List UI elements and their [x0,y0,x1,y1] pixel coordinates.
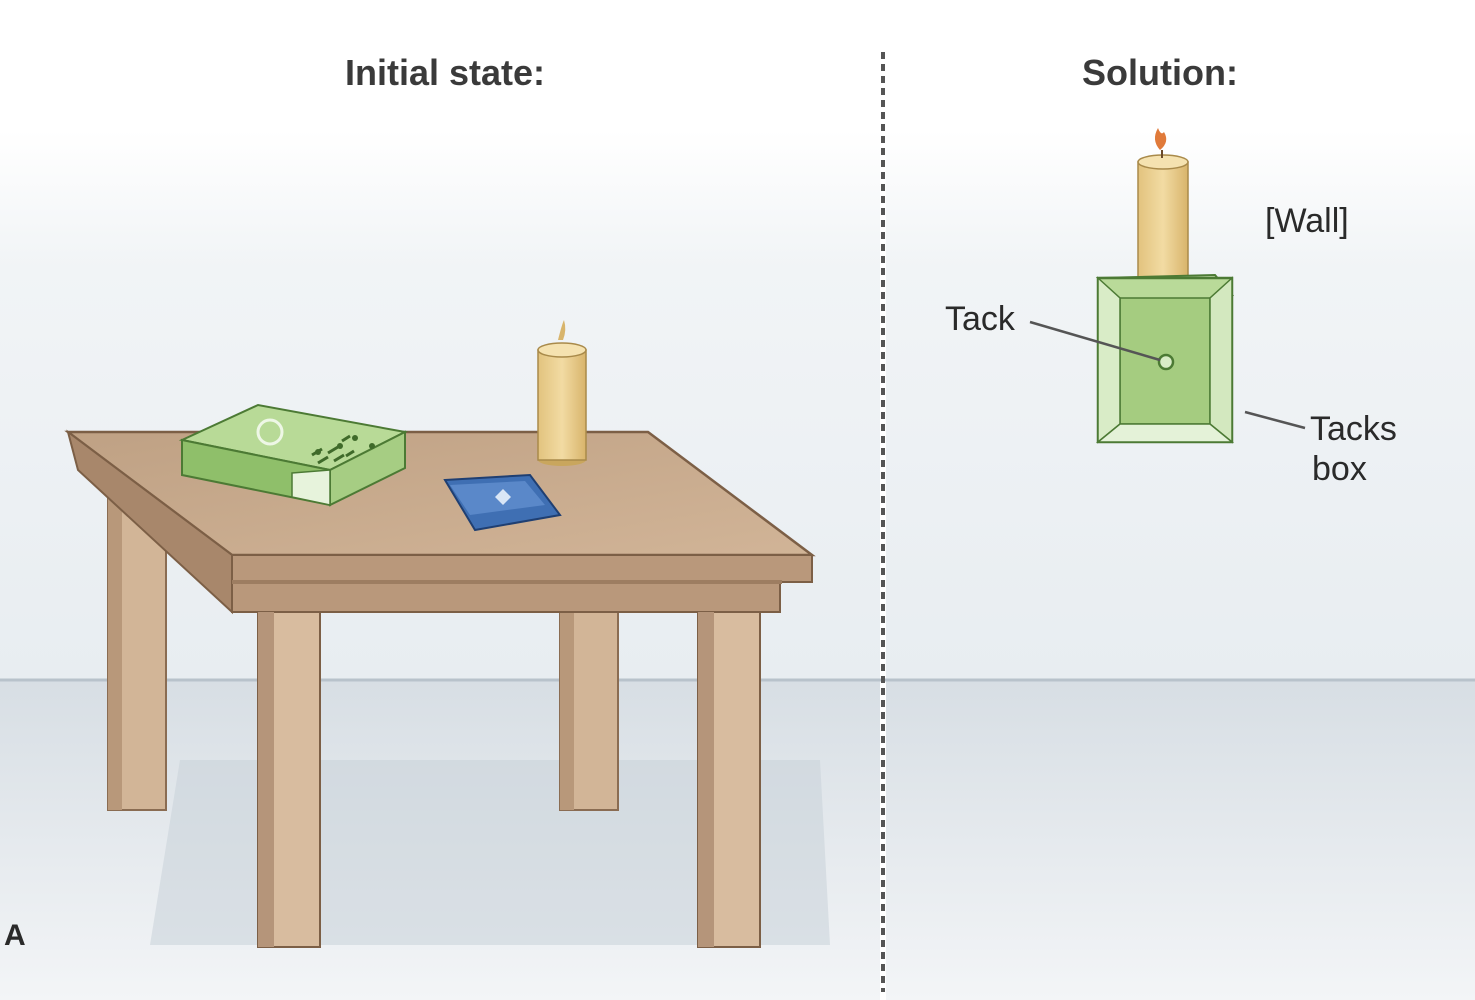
tack-box-on-table [178,403,409,507]
candle-on-table [537,320,587,466]
table-back-legs [107,494,619,811]
box-leader-line [1244,410,1306,430]
matchbook [443,473,562,532]
tacks-box-label-line1: Tacks [1310,410,1397,448]
flame-icon [1154,128,1167,150]
tack-leader-line [1029,320,1161,362]
solution-tack-box [1095,273,1235,444]
initial-state-title: Initial state: [345,52,545,93]
right-floor [886,680,1475,1000]
panel-letter: A [4,919,26,952]
solution-title: Solution: [1082,52,1238,93]
tack-icon [1157,353,1175,371]
tacks-box-label-line2: box [1312,450,1367,488]
tack-label: Tack [945,300,1016,338]
recycle-icon [256,418,284,446]
wall-label: [Wall] [1265,202,1349,240]
table-front-legs [257,611,761,948]
